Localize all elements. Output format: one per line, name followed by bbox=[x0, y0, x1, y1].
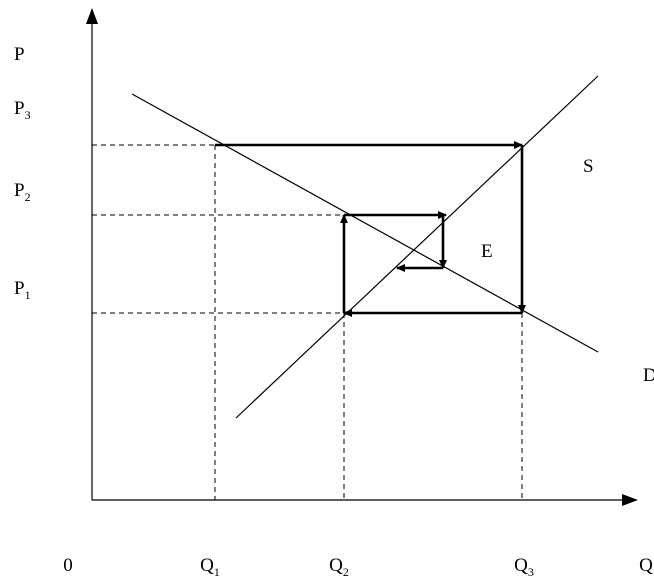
supply-curve bbox=[235, 75, 599, 419]
p2-label: P2 bbox=[14, 180, 31, 204]
q3-label: Q3 bbox=[514, 555, 534, 578]
p3-label: P3 bbox=[14, 98, 31, 122]
quantity-axis-label: Q bbox=[639, 555, 653, 576]
q1-label: Q1 bbox=[200, 555, 220, 578]
supply-label: S bbox=[583, 156, 594, 177]
q2-label: Q2 bbox=[329, 555, 349, 578]
price-axis-arrowhead bbox=[86, 8, 98, 24]
quantity-axis-arrowhead bbox=[622, 494, 638, 506]
price-axis-label: P bbox=[14, 44, 25, 65]
origin-label: 0 bbox=[63, 555, 73, 576]
p1-label: P1 bbox=[14, 278, 31, 302]
equilibrium-label: E bbox=[481, 241, 493, 262]
demand-label: D bbox=[643, 365, 654, 386]
